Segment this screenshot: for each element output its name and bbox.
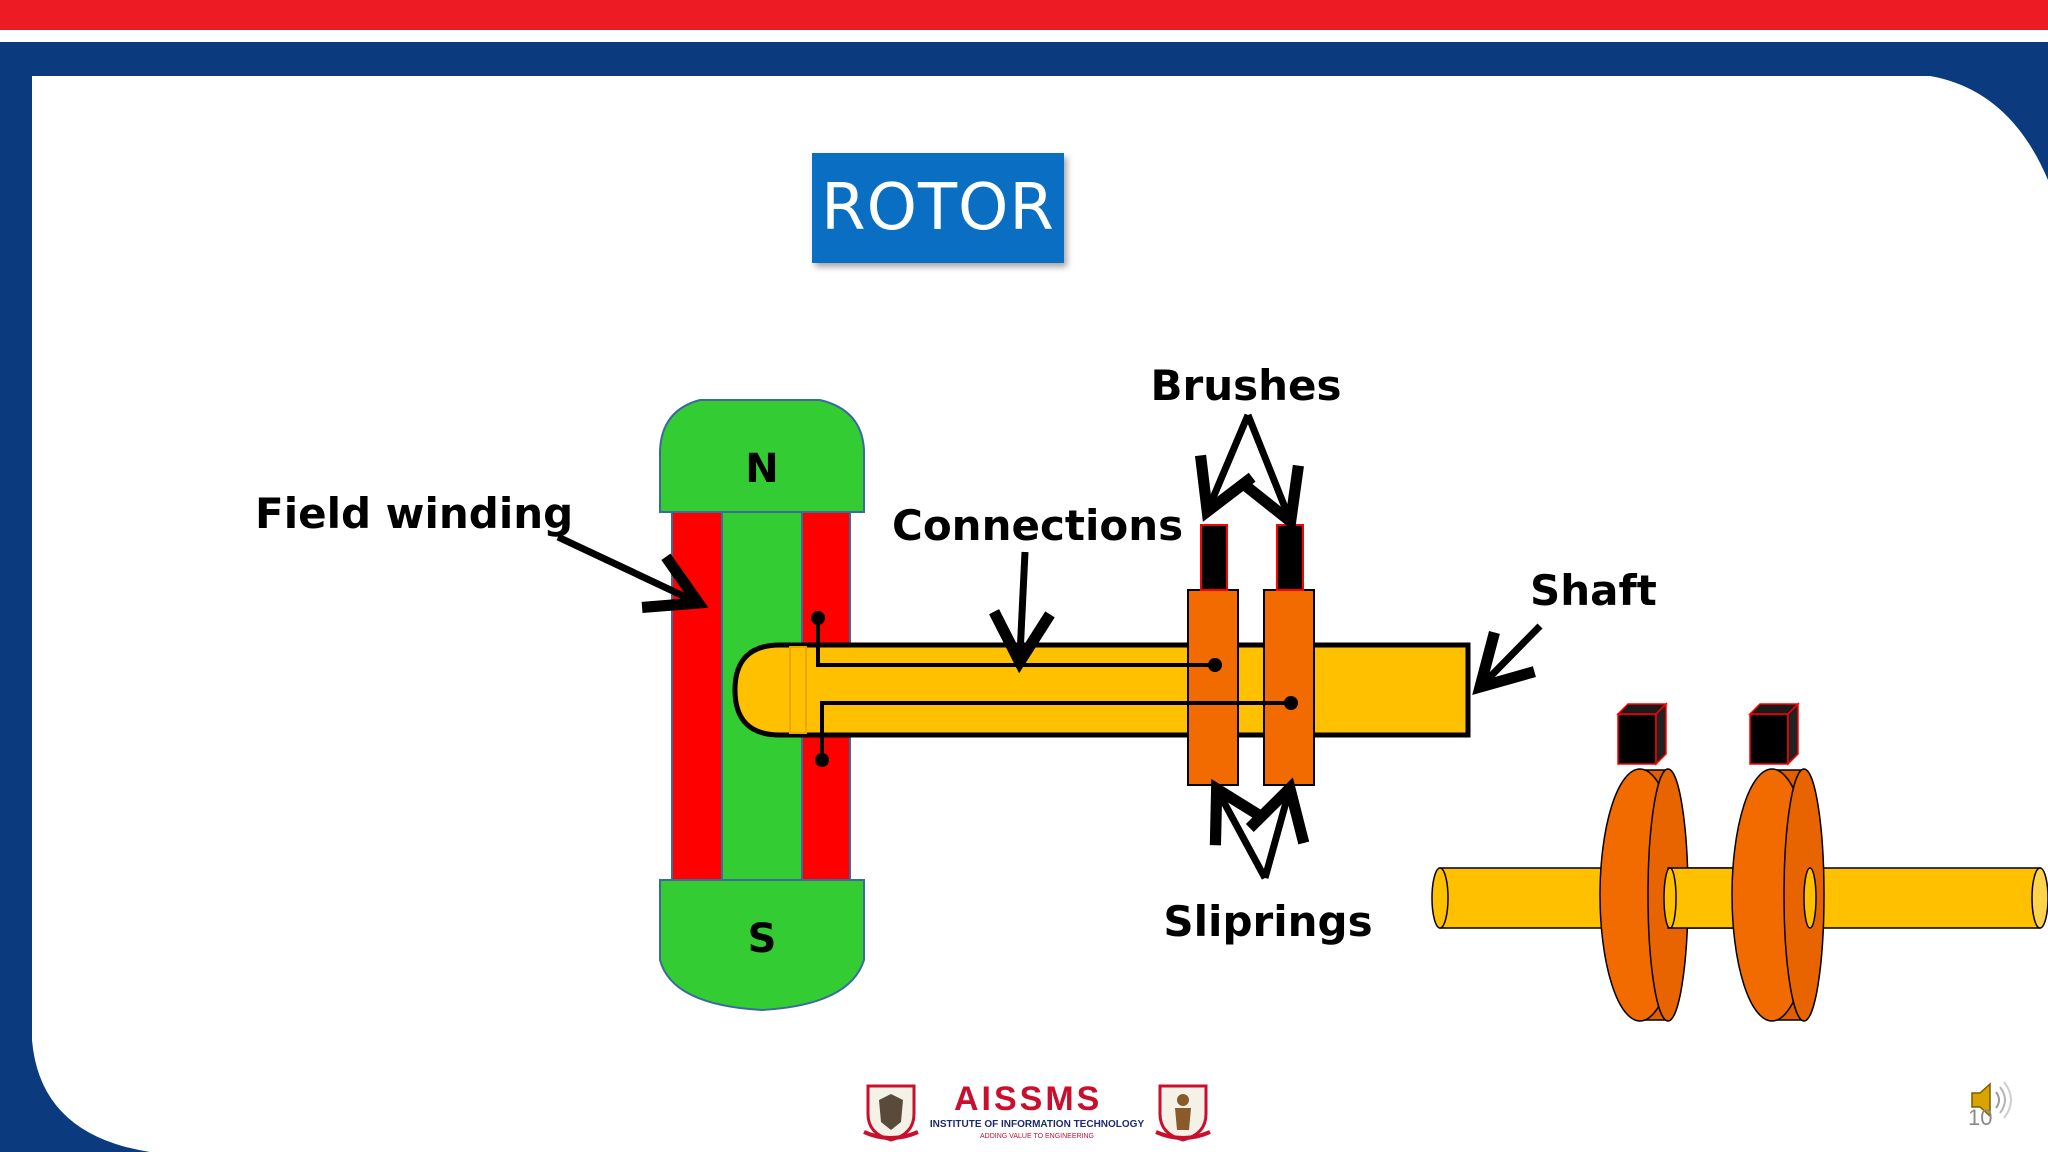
crest-icon-left <box>863 1084 919 1142</box>
page-number: 10 <box>1968 1105 1993 1130</box>
brushes-label: Brushes <box>1150 361 1341 410</box>
logo-tagline: ADDING VALUE TO ENGINEERING <box>980 1133 1094 1140</box>
brush-right <box>1276 524 1304 591</box>
frame-navy-side <box>0 76 150 1152</box>
connections-arrow <box>989 551 1055 674</box>
connection-dot <box>1284 696 1298 710</box>
sliprings-arrow-right <box>1245 777 1310 879</box>
field-winding-arrow <box>556 533 709 614</box>
shaft-3d-end-left <box>1431 867 1449 929</box>
connection-wire-lower <box>820 701 1291 760</box>
logo-subtitle: INSTITUTE OF INFORMATION TECHNOLOGY <box>929 1119 1145 1130</box>
frame-navy-corner <box>1930 76 2048 180</box>
shaft-label: Shaft <box>1530 566 1657 615</box>
brush-3d-front <box>1749 713 1789 765</box>
sliprings-label: Sliprings <box>1163 897 1372 946</box>
brushes-arrow-right <box>1242 413 1304 532</box>
connection-wire-upper <box>816 618 1215 667</box>
logo-name: AISSMS <box>954 1080 1103 1118</box>
connection-dot <box>811 611 825 625</box>
shaft-collar <box>789 646 807 734</box>
slipring-left <box>1187 589 1239 786</box>
shaft-3d-end-right <box>2031 867 2048 929</box>
connections-label: Connections <box>892 501 1183 550</box>
shaft-3d-segment-end <box>1803 867 1817 929</box>
field-winding-label: Field winding <box>255 489 573 538</box>
header-red-band <box>0 0 2048 30</box>
connection-dot <box>1208 658 1222 672</box>
shaft-arrow <box>1472 623 1543 696</box>
speaker-icon[interactable] <box>1968 1076 2016 1124</box>
brushes-arrow-left <box>1194 413 1256 522</box>
pole-north-cap <box>659 399 865 513</box>
shaft-3d-segment-end <box>1663 867 1677 929</box>
pole-south-label: S <box>748 916 777 962</box>
crest-icon-right <box>1155 1084 1211 1142</box>
header-navy-band <box>0 42 2048 76</box>
slide-title: ROTOR <box>812 153 1064 263</box>
brush-left <box>1200 524 1228 591</box>
connection-dot <box>815 753 829 767</box>
brush-3d-side <box>1655 702 1667 766</box>
header-white-gap <box>0 30 2048 42</box>
brush-3d-side <box>1787 702 1799 766</box>
pole-north-label: N <box>745 446 778 492</box>
sliprings-arrow-left <box>1209 778 1269 880</box>
institute-logo: AISSMS INSTITUTE OF INFORMATION TECHNOLO… <box>862 1078 1212 1146</box>
pole-south-cap <box>659 879 865 1012</box>
brush-3d-front <box>1617 713 1657 765</box>
